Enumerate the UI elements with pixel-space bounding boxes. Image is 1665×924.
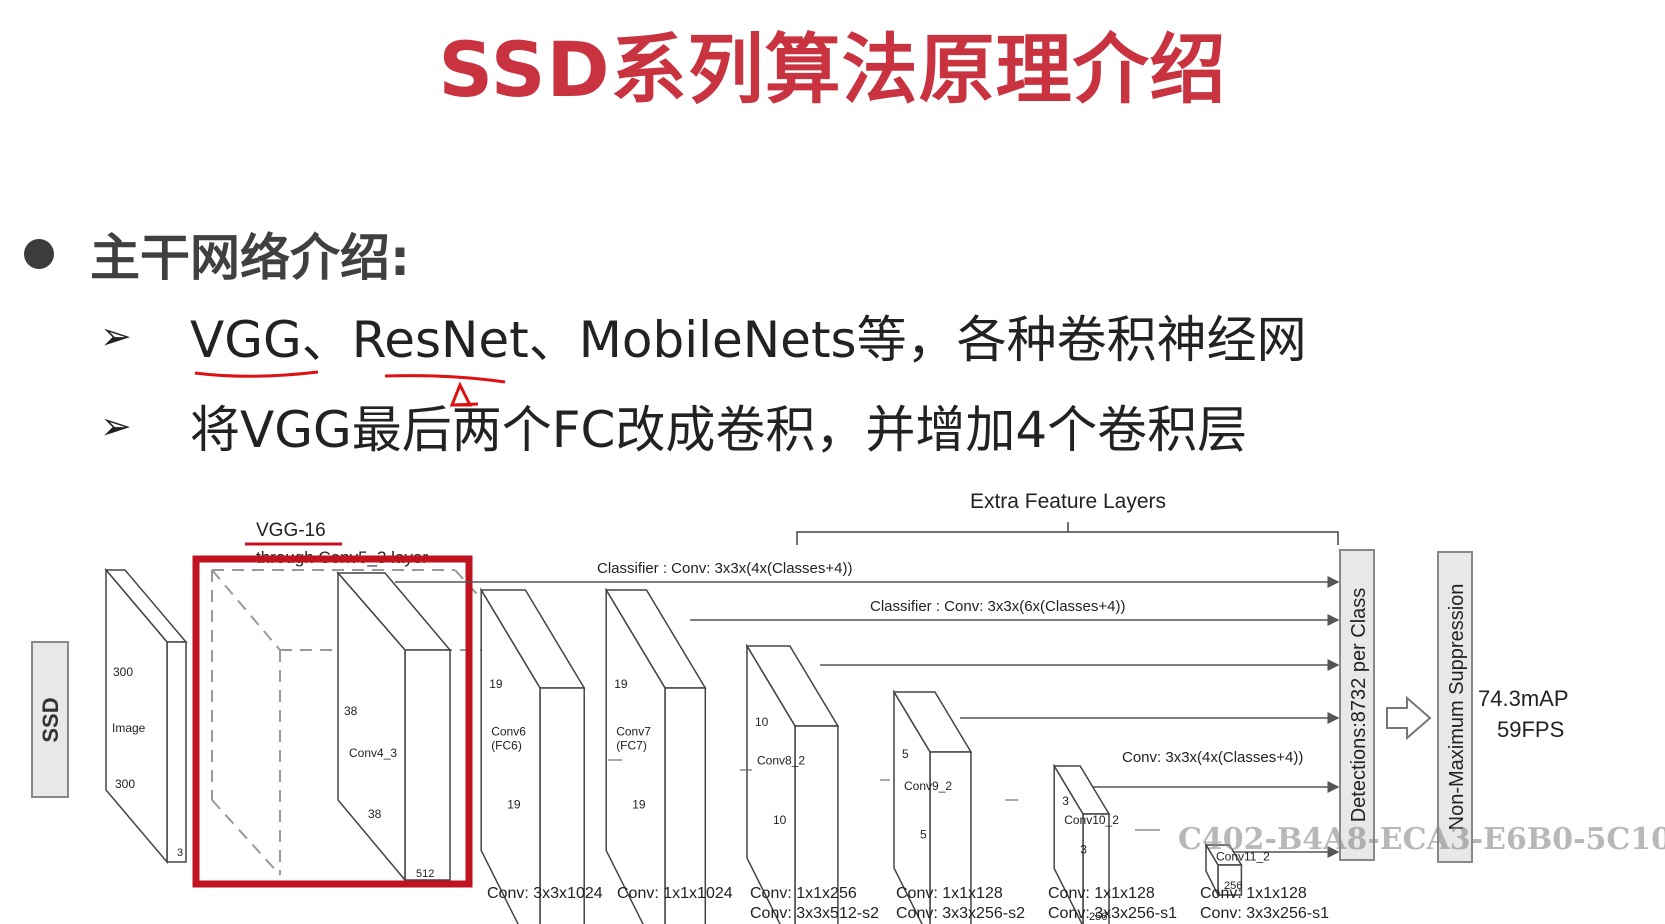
block-depth: 256 bbox=[1089, 911, 1107, 923]
block-caption-1: Conv: 1x1x256 bbox=[750, 885, 857, 902]
arrow-bullet-icon: ➢ bbox=[100, 314, 132, 358]
conv4-3-name: Conv4_3 bbox=[349, 746, 397, 760]
annotation-underline-resnet bbox=[384, 374, 506, 384]
block-size-bottom: 5 bbox=[920, 828, 927, 842]
block-name: Conv9_2 bbox=[904, 779, 952, 793]
block-caption-1: Conv: 1x1x128 bbox=[1048, 885, 1155, 902]
block-caption-2: Conv: 3x3x256-s1 bbox=[1048, 905, 1177, 922]
annotation-mark bbox=[449, 381, 479, 407]
block-side-face bbox=[746, 643, 796, 924]
image-block: 300 Image 300 3 bbox=[104, 567, 188, 865]
bullet-dot-icon bbox=[24, 239, 54, 269]
block-size-top: 5 bbox=[902, 747, 909, 761]
block-size-top: 19 bbox=[614, 677, 628, 691]
result-fps: 59FPS bbox=[1497, 717, 1564, 742]
ssd-box bbox=[31, 641, 69, 798]
detections-box bbox=[1339, 549, 1375, 861]
image-size-top: 300 bbox=[113, 665, 133, 679]
block-caption-2: Conv: 3x3x256-s2 bbox=[896, 905, 1025, 922]
classifier-label-2: Classifier : Conv: 3x3x(6x(Classes+4)) bbox=[870, 598, 1126, 615]
nms-box bbox=[1437, 551, 1473, 863]
block-caption-1: Conv: 1x1x128 bbox=[896, 885, 1003, 902]
block-side-face bbox=[1205, 842, 1219, 896]
block-depth: 256 bbox=[1224, 880, 1242, 892]
vgg16-label: VGG-16 bbox=[256, 520, 326, 541]
bullet-text-1: VGG、ResNet、MobileNets等，各种卷积神经网 bbox=[190, 311, 1307, 369]
block-side-face bbox=[893, 689, 931, 924]
block-caption-1: Conv: 1x1x128 bbox=[1200, 885, 1307, 902]
slide-title: SSD系列算法原理介绍 bbox=[438, 25, 1227, 114]
section-label: 主干网络介绍: bbox=[90, 229, 410, 287]
block-size-bottom: 3 bbox=[1080, 842, 1087, 856]
conv4-3-size-top: 38 bbox=[344, 704, 358, 718]
block-side-face bbox=[480, 587, 541, 924]
extra-layers-label: Extra Feature Layers bbox=[970, 490, 1166, 513]
block-caption-1: Conv: 3x3x1024 bbox=[487, 885, 603, 902]
block-size-top: 19 bbox=[489, 677, 503, 691]
block-size-top: 3 bbox=[1062, 794, 1069, 808]
block-side-face bbox=[1053, 763, 1084, 924]
block-name-sub: (FC6) bbox=[491, 739, 522, 753]
block-name: Conv7 bbox=[616, 725, 651, 739]
block-caption-1: Conv: 1x1x1024 bbox=[617, 885, 733, 902]
image-size-bottom: 300 bbox=[115, 777, 135, 791]
image-depth: 3 bbox=[177, 847, 183, 859]
image-label: Image bbox=[112, 721, 146, 735]
block-name: Conv6 bbox=[491, 725, 526, 739]
classifier-label-3: Conv: 3x3x(4x(Classes+4)) bbox=[1122, 749, 1303, 766]
conv4-3-size-bottom: 38 bbox=[368, 807, 382, 821]
block-size-bottom: 19 bbox=[507, 797, 521, 811]
extra-layers-brace bbox=[796, 522, 1339, 545]
block-name: Conv11_2 bbox=[1216, 850, 1270, 864]
bullet-item-2: ➢ 将VGG最后两个FC改成卷积，并增加4个卷积层 bbox=[100, 390, 1247, 462]
block-size-bottom: 10 bbox=[773, 813, 787, 827]
conv4-3-depth: 512 bbox=[416, 868, 434, 880]
block-caption-2: Conv: 3x3x256-s1 bbox=[1200, 905, 1329, 922]
conv4-3-block: 38 Conv4_3 38 512 bbox=[336, 570, 452, 883]
arrow-bullet-icon: ➢ bbox=[100, 404, 132, 448]
hollow-arrow-icon bbox=[1386, 695, 1432, 741]
block-size-top: 10 bbox=[755, 715, 769, 729]
bullet-item-1: ➢ VGG、ResNet、MobileNets等，各种卷积神经网 bbox=[100, 300, 1307, 372]
nms-label: Non-Maximum Suppression bbox=[1446, 584, 1468, 831]
highlight-box bbox=[192, 555, 473, 888]
block-name: Conv8_2 bbox=[757, 754, 805, 768]
bullet-text-2: 将VGG最后两个FC改成卷积，并增加4个卷积层 bbox=[190, 401, 1248, 459]
block-name-sub: (FC7) bbox=[616, 739, 647, 753]
detections-label: Detections:8732 per Class bbox=[1348, 588, 1370, 823]
annotation-underline-vgg bbox=[194, 370, 319, 378]
ssd-label: SSD bbox=[38, 697, 63, 742]
section-heading: 主干网络介绍: bbox=[24, 218, 410, 290]
block-caption-2: Conv: 3x3x512-s2 bbox=[750, 905, 879, 922]
result-map: 74.3mAP bbox=[1478, 686, 1569, 711]
block-name: Conv10_2 bbox=[1064, 813, 1119, 827]
block-size-bottom: 19 bbox=[632, 797, 646, 811]
watermark: C402-B4A8-ECA3-E6B0-5C10 bbox=[1178, 822, 1665, 857]
classifier-label-1: Classifier : Conv: 3x3x(4x(Classes+4)) bbox=[597, 560, 853, 577]
block-side-face bbox=[605, 587, 666, 924]
